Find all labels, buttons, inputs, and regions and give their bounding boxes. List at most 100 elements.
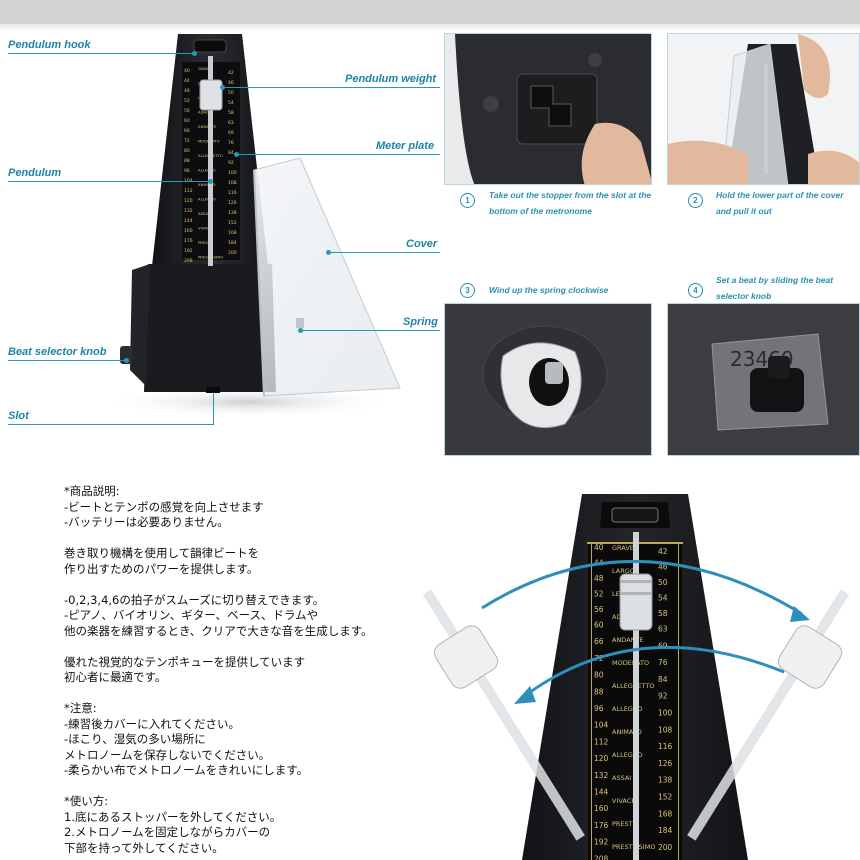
scale-number-right: 63 [658, 625, 668, 634]
plate-tempo-word: ALLEGRO [198, 168, 216, 173]
label-cover: Cover [406, 238, 438, 250]
scale-number-right: 50 [658, 578, 668, 587]
plate-number-right: 100 [228, 170, 237, 176]
plate-tempo-word: ANDANTE [198, 124, 217, 129]
plate-number-left: 176 [184, 238, 193, 244]
scale-number-right: 100 [658, 709, 673, 718]
spring-clip [296, 318, 304, 328]
plate-number-right: 152 [228, 220, 237, 226]
leader-dot [326, 250, 331, 255]
description-line: 1.底にあるストッパーを外してください。 [64, 809, 282, 824]
tempo-word: MODERATO [612, 659, 649, 667]
description-line: 作り出すためのパワーを提供します。 [64, 561, 259, 576]
description-line: 下部を持って外してください。 [64, 840, 224, 855]
scale-number-right: 184 [658, 826, 673, 835]
description-line: 優れた視覚的なテンポキューを提供しています [64, 654, 306, 669]
leader-pendulum [8, 181, 210, 182]
plate-number-left: 56 [184, 108, 190, 114]
plate-number-left: 96 [184, 168, 190, 174]
step-number-4: 4 [688, 283, 703, 298]
scale-number-right: 76 [658, 658, 668, 667]
plate-tempo-word: VIVACE [198, 226, 212, 231]
pendulum-hook [193, 39, 227, 53]
scale-number-left: 192 [594, 838, 609, 847]
label-spring: Spring [403, 316, 438, 328]
description-line: -バッテリーは必要ありません。 [64, 515, 229, 529]
description-line: *使い方: [64, 794, 109, 808]
step-text-1: Take out the stopper from the slot at th… [489, 190, 652, 216]
description-line: -柔らかい布でメトロノームをきれいにします。 [64, 763, 309, 777]
description-line [64, 531, 424, 547]
plate-number-right: 138 [228, 210, 237, 216]
scale-number-left: 48 [594, 574, 604, 583]
plate-number-left: 208 [184, 258, 193, 264]
leader-pendulum-hook [8, 53, 194, 54]
top-banner-strip [0, 0, 860, 32]
plate-number-right: 108 [228, 180, 237, 186]
step-photo-2 [667, 33, 860, 185]
scale-number-right: 58 [658, 609, 668, 618]
scale-number-right: 54 [658, 594, 668, 603]
tempo-word: GRAVE [612, 544, 634, 552]
description-line: *注意: [64, 701, 97, 715]
plate-number-right: 200 [228, 250, 237, 256]
plate-tempo-word: ANIMATO [198, 182, 215, 187]
label-pendulum: Pendulum [8, 167, 62, 179]
plate-tempo-word: ALLEGRO [198, 197, 216, 202]
plate-number-left: 60 [184, 118, 190, 124]
description-line: *商品説明: [64, 484, 120, 498]
label-meter-plate: Meter plate [376, 140, 435, 152]
leader-dot [124, 358, 129, 363]
scale-number-right: 46 [658, 563, 668, 572]
plate-number-right: 54 [228, 100, 234, 106]
plate-number-right: 184 [228, 240, 237, 246]
leader-dot [220, 85, 225, 90]
product-description: *商品説明:-ビートとテンポの感覚を向上させます-バッテリーは必要ありません。巻… [64, 484, 424, 856]
description-line: -ビートとテンポの感覚を向上させます [64, 499, 264, 514]
leader-meter-plate [236, 154, 440, 155]
plate-number-left: 44 [184, 78, 190, 84]
plate-number-left: 144 [184, 218, 193, 224]
metronome-illustration: 4044485256606672808896104112120132144160… [100, 34, 401, 418]
floor-shadow [100, 386, 400, 418]
scale-number-right: 138 [658, 776, 673, 785]
description-line: 巻き取り機構を使用して韻律ビートを [64, 546, 260, 560]
description-line [64, 686, 424, 702]
leader-dot [298, 328, 303, 333]
cover [253, 157, 401, 397]
scale-number-left: 160 [594, 804, 609, 813]
scale-number-left: 112 [594, 737, 609, 746]
plate-number-left: 52 [184, 98, 190, 104]
description-line [64, 779, 424, 795]
plate-tempo-word: ADAGIO [198, 110, 213, 115]
description-line [64, 577, 424, 593]
step-text-2: Hold the lower part of the cover and pul… [716, 190, 844, 216]
scale-number-left: 56 [594, 605, 604, 614]
label-slot: Slot [8, 410, 29, 422]
step-number-2: 2 [688, 193, 703, 208]
description-line: -ピアノ、バイオリン、ギター、ベース、ドラムや [64, 608, 319, 622]
plate-number-right: 76 [228, 140, 234, 146]
tempo-word: ANDANTE [612, 636, 644, 644]
scale-number-right: 69 [658, 641, 668, 650]
plate-number-left: 66 [184, 128, 190, 134]
step-photo-3 [444, 303, 652, 456]
tempo-word: LARGO [612, 567, 635, 575]
label-beat-selector-knob: Beat selector knob [8, 346, 107, 358]
description-line: メトロノームを保存しないでください。 [64, 747, 271, 762]
description-line [64, 639, 424, 655]
plate-number-left: 48 [184, 88, 190, 94]
tempo-word: ALLEGRO [612, 705, 642, 713]
leader-beat-selector-knob [8, 360, 126, 361]
scale-number-right: 152 [658, 793, 673, 802]
metronome-base [144, 264, 276, 392]
plate-tempo-word: PRESTO [198, 240, 213, 245]
step-number-1: 1 [460, 193, 475, 208]
tempo-word: VIVACE [612, 797, 635, 805]
leader-pendulum-weight [222, 87, 440, 88]
scale-line-left [591, 544, 592, 860]
metronome-diagram: 4044485256606672808896104112120132144160… [0, 30, 440, 430]
description-line: -練習後カバーに入れてください。 [64, 716, 240, 731]
scale-number-right: 42 [658, 547, 668, 556]
